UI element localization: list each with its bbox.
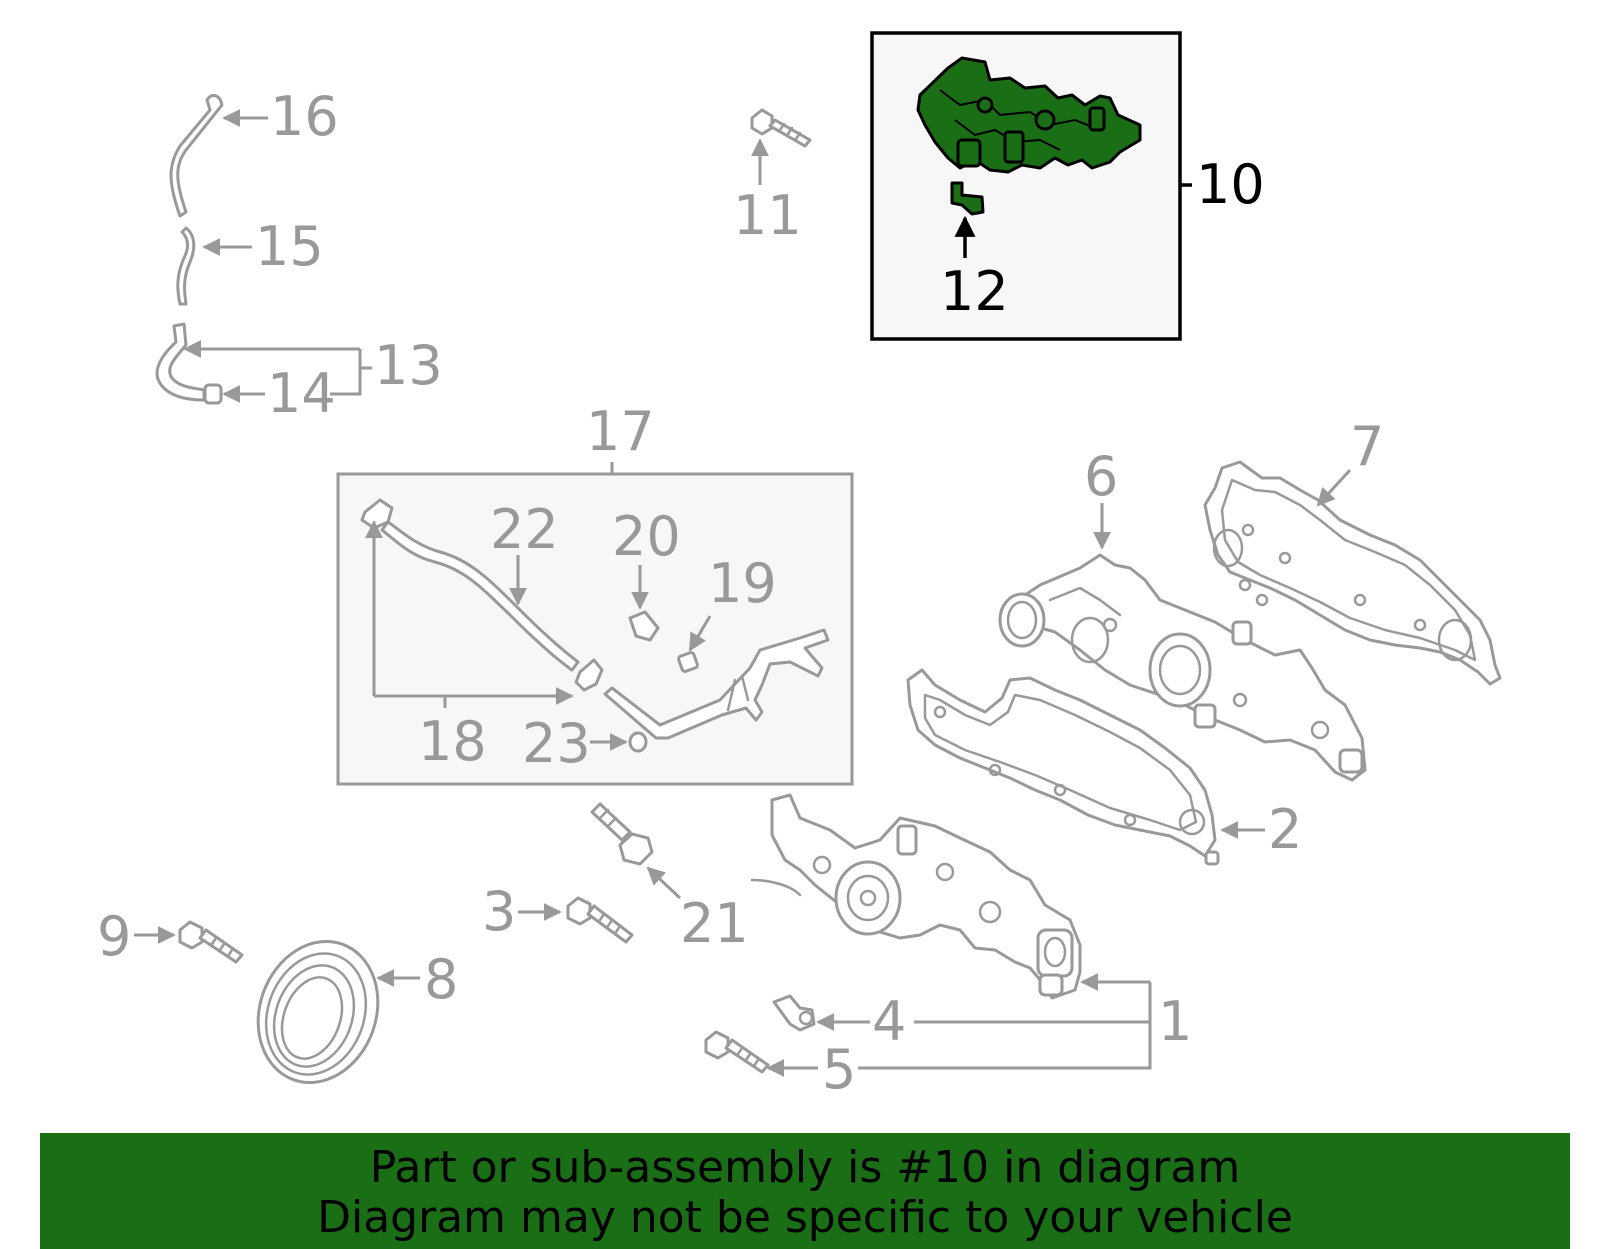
part-12-clip[interactable] <box>950 181 985 216</box>
highlight-box-10 <box>870 31 1182 341</box>
part-2-gasket[interactable] <box>906 668 1220 866</box>
part-20-cap[interactable] <box>628 610 660 642</box>
part-11-bolt[interactable] <box>750 108 812 148</box>
part-21-sensor[interactable] <box>590 802 654 866</box>
callout-15: 15 <box>255 215 324 278</box>
part-6-housing[interactable] <box>998 553 1367 782</box>
part-7-gasket[interactable] <box>1203 460 1502 686</box>
callout-1: 1 <box>1158 990 1192 1053</box>
callout-19: 19 <box>708 552 777 615</box>
part-13-hose[interactable] <box>155 322 206 402</box>
part-23-oring[interactable] <box>628 731 648 753</box>
callout-3: 3 <box>482 880 516 943</box>
banner-line-2: Diagram may not be specific to your vehi… <box>317 1192 1293 1243</box>
part-8-pulley[interactable] <box>239 925 397 1100</box>
part-10-thermostat-housing[interactable] <box>916 56 1142 174</box>
callout-9: 9 <box>97 905 131 968</box>
assembly-box-17 <box>336 472 854 786</box>
callout-17: 17 <box>586 400 655 463</box>
callout-21: 21 <box>680 892 749 955</box>
banner-line-1: Part or sub-assembly is #10 in diagram <box>369 1142 1241 1193</box>
part-14-clamp[interactable] <box>203 383 223 405</box>
callout-13: 13 <box>374 334 443 397</box>
callout-8: 8 <box>424 948 458 1011</box>
callout-23: 23 <box>522 712 591 775</box>
part-1-water-pump[interactable] <box>750 793 1082 1000</box>
part-5-bolt[interactable] <box>704 1030 770 1074</box>
callout-5: 5 <box>822 1038 856 1101</box>
callout-22: 22 <box>490 498 559 561</box>
callout-6: 6 <box>1084 445 1118 508</box>
part-15-hose[interactable] <box>176 226 196 306</box>
part-19-plug[interactable] <box>677 651 699 673</box>
callout-2: 2 <box>1268 798 1302 861</box>
callout-10: 10 <box>1196 153 1265 216</box>
callout-7: 7 <box>1350 415 1384 478</box>
part-9-bolt[interactable] <box>178 920 244 964</box>
callout-20: 20 <box>612 505 681 568</box>
part-4-bracket[interactable] <box>772 994 816 1032</box>
info-banner: Part or sub-assembly is #10 in diagram D… <box>40 1133 1570 1249</box>
part-3-bolt[interactable] <box>566 896 634 944</box>
part-18-pipe[interactable] <box>603 628 830 740</box>
callout-11: 11 <box>733 184 802 247</box>
callout-14: 14 <box>267 362 336 425</box>
part-16-hose[interactable] <box>169 93 224 218</box>
callout-16: 16 <box>270 85 339 148</box>
callout-4: 4 <box>872 990 906 1053</box>
callout-12: 12 <box>940 260 1009 323</box>
callout-18: 18 <box>418 710 487 773</box>
